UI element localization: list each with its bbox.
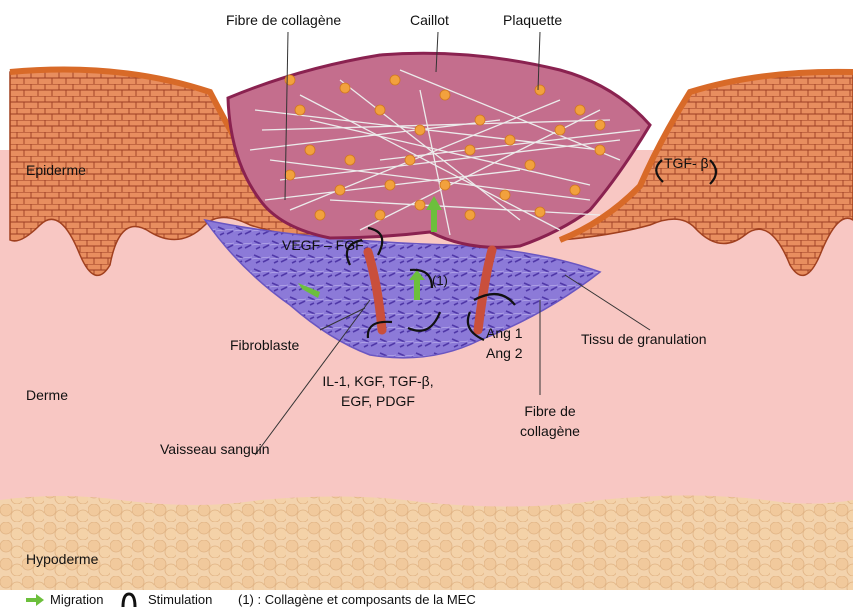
platelet [335,185,345,195]
legend: Migration Stimulation (1) : Collagène et… [0,590,853,610]
label-fibroblaste: Fibroblaste [230,337,299,354]
label-marker-1: (1) [432,272,448,289]
label-vaisseau-sanguin: Vaisseau sanguin [160,441,269,458]
label-epiderme: Epiderme [26,162,86,179]
platelet [285,75,295,85]
platelet [505,135,515,145]
platelet [390,75,400,85]
label-vegf-fgf: VEGF – FGF [282,237,364,254]
platelet [525,160,535,170]
label-hypoderme: Hypoderme [26,551,98,568]
platelet [575,105,585,115]
label-fibre-collagene-bottom-line2: collagène [500,423,600,440]
platelet [375,210,385,220]
platelet [295,105,305,115]
platelet [405,155,415,165]
label-tissu-granulation: Tissu de granulation [581,331,707,348]
platelet [315,210,325,220]
legend-migration: Migration [50,592,103,607]
label-cytokines-line2: EGF, PDGF [298,393,458,410]
platelet [465,210,475,220]
platelet [440,90,450,100]
stimulation-legend-icon [120,592,138,608]
platelet [285,170,295,180]
platelet [305,145,315,155]
platelet [570,185,580,195]
migration-legend-icon [26,594,44,606]
platelet [465,145,475,155]
hypodermis-layer [0,495,853,590]
label-derme: Derme [26,387,68,404]
platelet [385,180,395,190]
platelet [415,200,425,210]
platelet [535,85,545,95]
platelet [440,180,450,190]
label-fibre-collagene-top: Fibre de collagène [226,12,341,29]
label-ang1: Ang 1 [486,325,523,342]
platelet [345,155,355,165]
label-fibre-collagene-bottom-line1: Fibre de [500,403,600,420]
platelet [475,115,485,125]
platelet [415,125,425,135]
platelet [500,190,510,200]
label-plaquette: Plaquette [503,12,562,29]
label-ang2: Ang 2 [486,345,523,362]
platelet [535,207,545,217]
label-cytokines-line1: IL-1, KGF, TGF-β, [298,373,458,390]
platelet [595,120,605,130]
legend-note: (1) : Collagène et composants de la MEC [238,592,476,607]
platelet [555,125,565,135]
label-tgf-beta-right: TGF- β [664,155,709,172]
platelet [375,105,385,115]
platelet [340,83,350,93]
legend-stimulation: Stimulation [148,592,212,607]
platelet [595,145,605,155]
label-caillot: Caillot [410,12,449,29]
